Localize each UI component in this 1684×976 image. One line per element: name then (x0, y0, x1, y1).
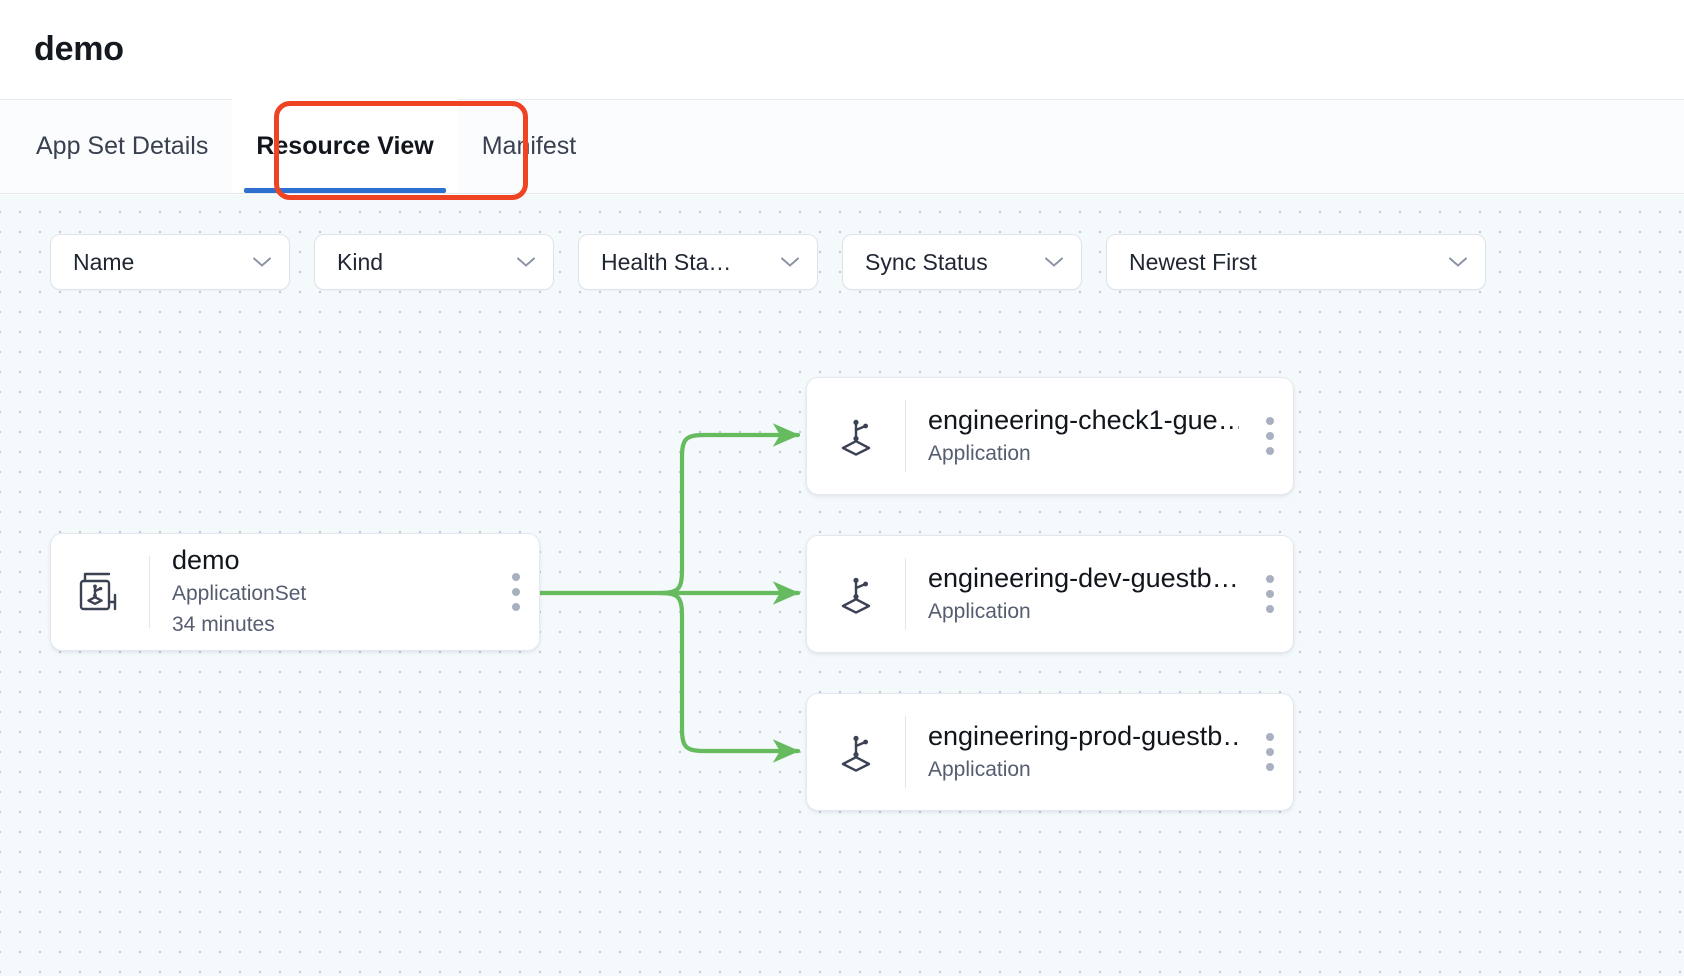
chevron-down-icon (1045, 257, 1063, 267)
node-content: engineering-dev-guestb… Application (906, 561, 1247, 627)
node-kind: Application (928, 441, 1031, 465)
node-name: engineering-dev-guestb… (928, 562, 1239, 593)
node-age: 34 minutes (172, 613, 275, 637)
kebab-menu-icon[interactable] (1247, 536, 1293, 652)
node-content: engineering-check1-gue… Application (906, 403, 1247, 469)
filter-health-status-label: Health Sta… (601, 248, 732, 275)
node-application-engineering-check1[interactable]: engineering-check1-gue… Application (806, 377, 1294, 495)
filter-sync-status-select[interactable]: Sync Status (842, 234, 1082, 290)
node-divider (905, 716, 906, 788)
page-header: demo (0, 0, 1684, 100)
node-name: demo (172, 545, 240, 576)
node-kind: Application (928, 599, 1031, 623)
chevron-down-icon (253, 257, 271, 267)
page-title: demo (34, 30, 124, 68)
application-icon (807, 725, 905, 779)
node-kind: Application (928, 757, 1031, 781)
tab-label: App Set Details (36, 131, 209, 160)
kebab-menu-icon[interactable] (1247, 694, 1293, 810)
chevron-down-icon (517, 257, 535, 267)
filter-sync-status-label: Sync Status (865, 248, 988, 275)
tab-label: Resource View (256, 131, 434, 160)
kebab-menu-icon[interactable] (1247, 378, 1293, 494)
tab-label: Manifest (481, 131, 577, 160)
node-application-engineering-dev[interactable]: engineering-dev-guestb… Application (806, 535, 1294, 653)
tab-app-set-details[interactable]: App Set Details (12, 99, 232, 193)
filter-health-status-select[interactable]: Health Sta… (578, 234, 818, 290)
node-name: engineering-prod-guestb… (928, 720, 1239, 751)
node-divider (149, 556, 150, 628)
node-divider (905, 400, 906, 472)
filter-name-label: Name (73, 248, 135, 275)
kebab-menu-icon[interactable] (493, 534, 539, 650)
node-application-engineering-prod[interactable]: engineering-prod-guestb… Application (806, 693, 1294, 811)
tab-bar: App Set Details Resource View Manifest (0, 99, 1684, 194)
tab-resource-view[interactable]: Resource View (232, 99, 458, 193)
chevron-down-icon (781, 257, 799, 267)
node-kind: ApplicationSet (172, 581, 307, 605)
filter-name-select[interactable]: Name (50, 234, 290, 290)
node-name: engineering-check1-gue… (928, 404, 1239, 435)
application-icon (807, 409, 905, 463)
resource-graph-canvas[interactable]: Name Kind Health Sta… Sync Status (0, 195, 1684, 976)
application-set-icon (51, 564, 149, 620)
filter-bar: Name Kind Health Sta… Sync Status (50, 234, 1486, 290)
node-applicationset-demo[interactable]: demo ApplicationSet 34 minutes (50, 533, 540, 651)
node-content: demo ApplicationSet 34 minutes (150, 543, 493, 641)
node-content: engineering-prod-guestb… Application (906, 719, 1247, 785)
filter-kind-label: Kind (337, 248, 384, 275)
tab-manifest[interactable]: Manifest (458, 99, 600, 193)
filter-sort-order-select[interactable]: Newest First (1106, 234, 1486, 290)
node-divider (905, 558, 906, 630)
filter-kind-select[interactable]: Kind (314, 234, 554, 290)
chevron-down-icon (1449, 257, 1467, 267)
filter-sort-order-label: Newest First (1129, 248, 1257, 275)
application-icon (807, 567, 905, 621)
